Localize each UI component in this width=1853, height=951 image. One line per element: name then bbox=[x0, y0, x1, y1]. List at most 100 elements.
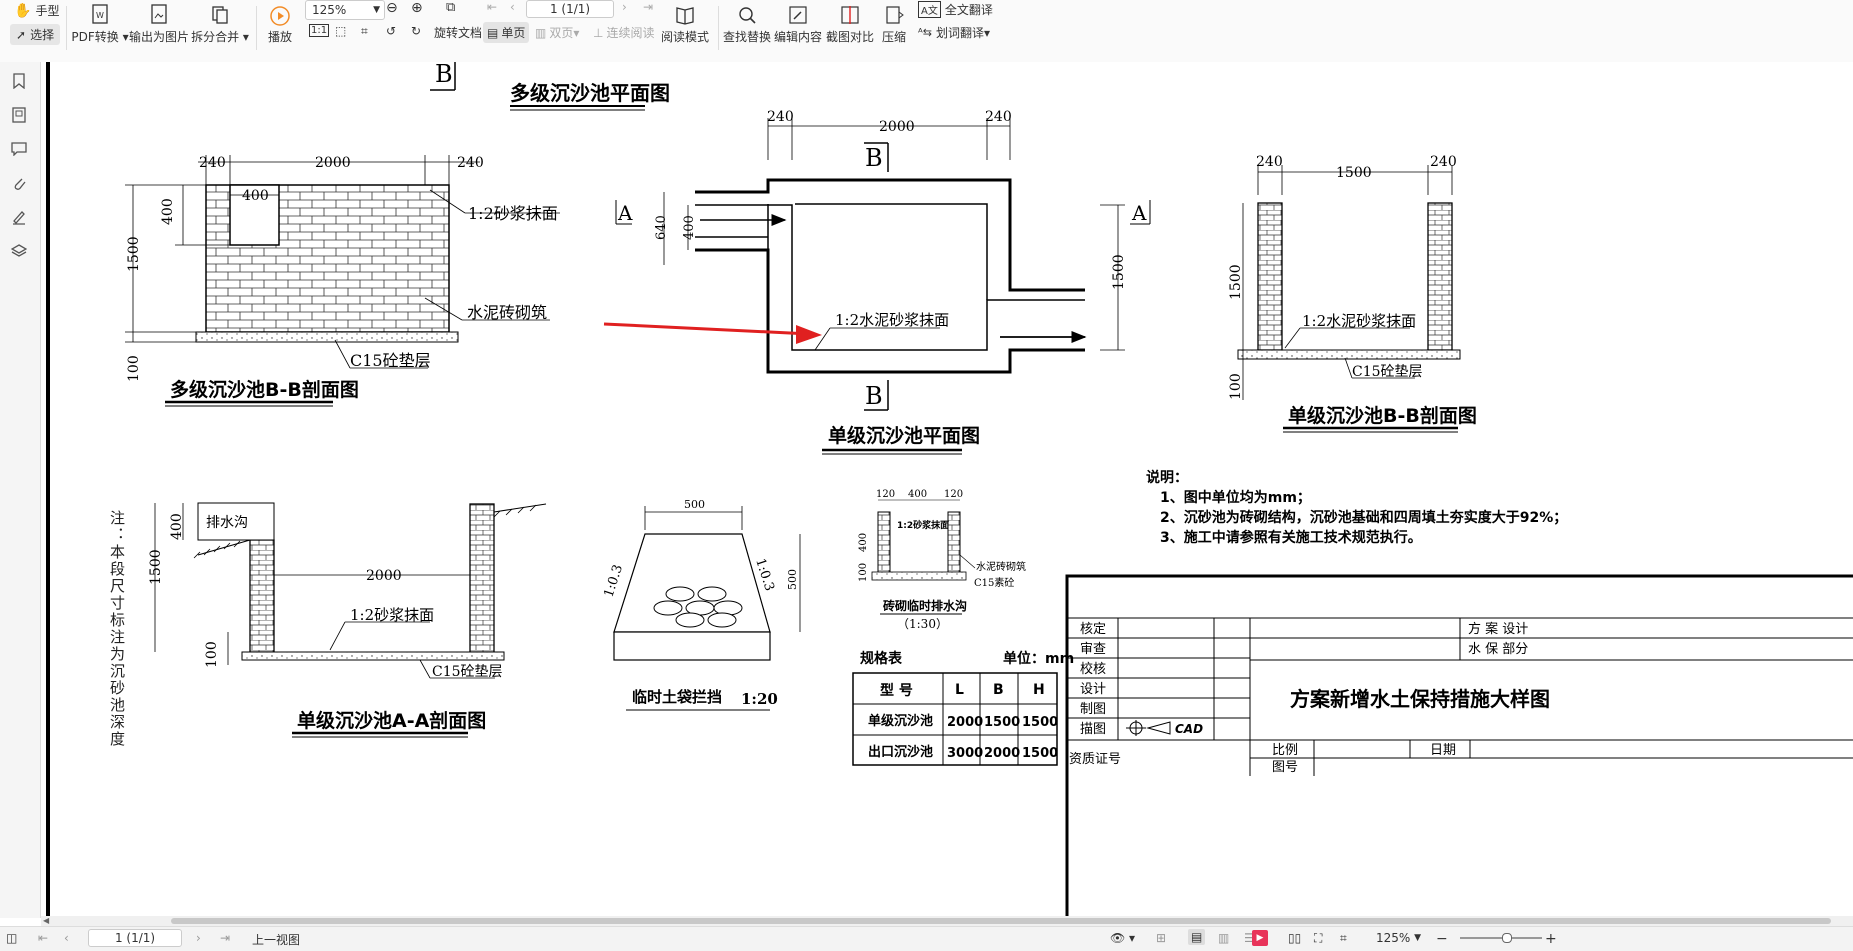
role-label: 核定 bbox=[1080, 622, 1106, 637]
prev-page-button[interactable]: ‹ bbox=[64, 931, 69, 945]
single-page-view-button[interactable]: ▤ bbox=[1188, 929, 1206, 945]
zoom-in-button[interactable]: ⊕ bbox=[411, 0, 423, 16]
scale-label: 比例 bbox=[1272, 743, 1298, 758]
word-translate-button[interactable]: ᴬ⇆划词翻译 ▾ bbox=[918, 25, 991, 41]
notes-heading: 说明： bbox=[1146, 469, 1188, 486]
zoom-slider[interactable] bbox=[1460, 933, 1542, 943]
prev-page-button[interactable]: ‹ bbox=[510, 0, 515, 14]
zoom-out-button[interactable]: − bbox=[1436, 931, 1448, 947]
play-button[interactable]: 播放 bbox=[258, 2, 302, 45]
zoom-in-button[interactable]: + bbox=[1545, 931, 1557, 947]
note-item: 2、沉砂池为砖砌结构，沉砂池基础和四周填土夯实度大于92%； bbox=[1160, 509, 1567, 526]
full-translate-button[interactable]: A文全文翻译 bbox=[918, 1, 993, 18]
scrollbar-thumb[interactable] bbox=[171, 918, 1831, 924]
date-label: 日期 bbox=[1430, 743, 1456, 758]
next-page-button[interactable]: › bbox=[622, 0, 627, 14]
sandbag-scale: 1:20 bbox=[741, 690, 778, 708]
left-sidebar bbox=[0, 62, 41, 918]
document-viewport[interactable]: B 多级沉沙池平面图 240 2000 240 400 400 1500 100… bbox=[41, 62, 1853, 916]
screenshot-compare-button[interactable]: 截图对比 bbox=[822, 2, 878, 45]
previous-view-button[interactable]: 上一视图 bbox=[252, 933, 301, 947]
continuous-icon: ☰ bbox=[1244, 931, 1255, 945]
sandbag-barrier: 500 500 1:0.3 1:0.3 bbox=[602, 498, 801, 661]
spec-table-unit: 单位：mm bbox=[1003, 650, 1074, 667]
fit-page-button[interactable]: ⛶ bbox=[1314, 931, 1322, 946]
zoom-slider-handle[interactable] bbox=[1502, 933, 1512, 943]
reading-mode-button[interactable]: 阅读模式 bbox=[656, 2, 714, 45]
crop-button[interactable]: ⌗ bbox=[361, 24, 368, 39]
single-page-button[interactable]: ▤单页 bbox=[483, 22, 530, 43]
split-merge-button[interactable]: 拆分合并 ▾ bbox=[188, 2, 252, 45]
phase-label: 方 案 设计 bbox=[1468, 621, 1528, 637]
dim-label: 400 bbox=[908, 489, 927, 500]
bookmark-icon[interactable] bbox=[8, 70, 30, 92]
find-replace-button[interactable]: 查找替换 bbox=[718, 2, 776, 45]
dim-label: 400 bbox=[682, 215, 697, 240]
hand-tool[interactable]: ✋ 手型 bbox=[14, 2, 60, 19]
first-page-button[interactable]: ⇤ bbox=[38, 931, 48, 945]
sidebar-toggle-button[interactable]: ◫ bbox=[6, 931, 17, 945]
last-page-button[interactable]: ⇥ bbox=[220, 931, 230, 945]
table-header: H bbox=[1033, 682, 1045, 698]
fit-page-button[interactable]: ⧉ bbox=[446, 0, 455, 15]
page-input[interactable]: 1 (1/1) bbox=[526, 0, 614, 18]
table-cell: 3000 bbox=[947, 746, 983, 761]
continuous-view-button[interactable]: ☰ bbox=[1244, 931, 1255, 945]
double-page-button[interactable]: ▥双页 ▾ bbox=[535, 25, 580, 41]
comment-icon[interactable] bbox=[8, 138, 30, 160]
fit-width-button[interactable]: ⬚ bbox=[335, 24, 346, 38]
dim-label: 120 bbox=[944, 489, 963, 500]
crop-button[interactable]: ⌗ bbox=[1340, 931, 1347, 946]
dim-label: 240 bbox=[767, 109, 794, 125]
table-cell: 单级沉沙池 bbox=[868, 713, 933, 729]
zoom-out-button[interactable]: ⊖ bbox=[386, 0, 398, 16]
export-image-button[interactable]: 输出为图片 bbox=[126, 2, 192, 45]
qualification-label: 资质证号 bbox=[1069, 752, 1121, 767]
dim-label: 640 bbox=[654, 215, 669, 240]
thumbnail-icon[interactable] bbox=[8, 104, 30, 126]
role-label: 描图 bbox=[1080, 722, 1106, 737]
signature-icon[interactable] bbox=[8, 206, 30, 228]
last-page-icon: ⇥ bbox=[220, 931, 231, 945]
continuous-button[interactable]: ⊥连续阅读 bbox=[593, 25, 655, 41]
rotate-left-button[interactable]: ↺ bbox=[386, 24, 396, 38]
b-section-label: B bbox=[435, 62, 453, 88]
rotate-right-button[interactable]: ↻ bbox=[411, 24, 421, 38]
attachment-icon[interactable] bbox=[8, 172, 30, 194]
plus-icon: + bbox=[1545, 931, 1557, 947]
actual-size-button[interactable]: 1:1 bbox=[309, 24, 330, 37]
horizontal-scrollbar[interactable]: ◀ bbox=[41, 916, 1853, 926]
pdf-convert-button[interactable]: W PDF转换 ▾ bbox=[68, 2, 132, 45]
edit-content-button[interactable]: 编辑内容 bbox=[770, 2, 826, 45]
status-bar: ◫ ⇤ ‹ 1 (1/1) › ⇥ 上一视图 👁 ▾ ⊞ ▤ ▥ ☰ ▶ ▯▯ … bbox=[0, 926, 1853, 951]
play-button[interactable]: ▶ bbox=[1252, 930, 1268, 946]
dim-label: 1500 bbox=[148, 549, 164, 585]
sandbag-title: 临时土袋拦挡 bbox=[632, 688, 722, 706]
rotate-document-button[interactable]: 旋转文档 bbox=[434, 26, 483, 40]
single-plan-title: 单级沉沙池平面图 bbox=[828, 424, 980, 447]
scroll-left-arrow[interactable]: ◀ bbox=[43, 916, 50, 925]
play-icon: ▶ bbox=[1256, 933, 1264, 943]
rotate-right-icon: ↻ bbox=[411, 24, 422, 38]
table-cell: 出口沉沙池 bbox=[868, 744, 933, 760]
layers-icon[interactable] bbox=[8, 240, 30, 262]
reading-mode-button[interactable]: ▯▯ bbox=[1288, 931, 1301, 945]
chevron-down-icon: ▼ bbox=[373, 5, 380, 15]
next-page-button[interactable]: › bbox=[196, 931, 201, 945]
view-options-button[interactable]: 👁 ▾ bbox=[1110, 931, 1135, 945]
leader-label: C15砼垫层 bbox=[350, 351, 431, 370]
first-page-button[interactable]: ⇤ bbox=[487, 0, 497, 14]
role-label: 设计 bbox=[1080, 682, 1106, 697]
select-tool[interactable]: ➚ 选择 bbox=[10, 24, 61, 45]
zoom-level-select[interactable]: 125% ▼ bbox=[1376, 931, 1422, 945]
compress-button[interactable]: 压缩 bbox=[872, 2, 916, 45]
zoom-select[interactable]: 125% ▼ bbox=[305, 0, 385, 20]
spec-table: 规格表 单位：mm 型 号 L B H 单级沉沙池 2000 1500 1500… bbox=[852, 650, 1074, 766]
single-aa-title: 单级沉沙池A-A剖面图 bbox=[297, 709, 486, 732]
fit-button[interactable]: ⊞ bbox=[1156, 931, 1166, 945]
drain-ditch-label: 排水沟 bbox=[206, 515, 248, 531]
last-page-button[interactable]: ⇥ bbox=[643, 0, 653, 14]
double-page-view-button[interactable]: ▥ bbox=[1218, 931, 1229, 945]
status-page-input[interactable]: 1 (1/1) bbox=[88, 929, 182, 947]
table-cell: 1500 bbox=[1022, 746, 1058, 761]
